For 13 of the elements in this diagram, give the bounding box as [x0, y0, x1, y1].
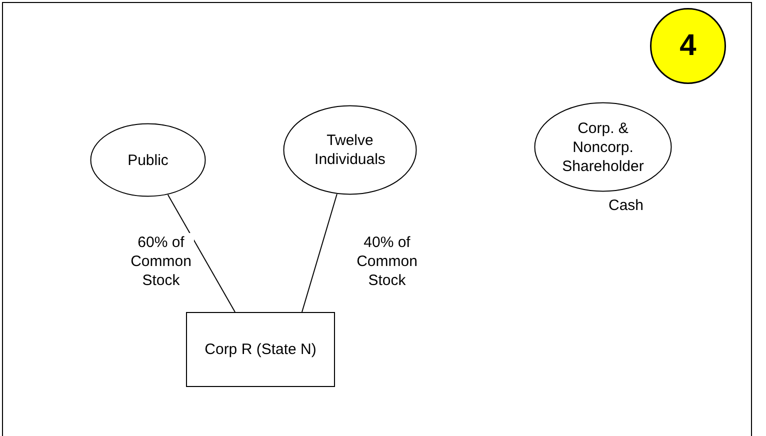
node-caption: Cash [608, 197, 644, 214]
entity-ellipse [90, 123, 206, 197]
node-label: Corp R (State N) [204, 340, 318, 359]
number-badge [650, 8, 726, 84]
node-label: Corp. & Noncorp. Shareholder [561, 118, 645, 176]
step-number: 4 [678, 29, 698, 63]
entity-ellipse [283, 105, 417, 195]
node-label: Public [126, 150, 170, 170]
entity-ellipse [534, 102, 672, 192]
connector-line [302, 194, 338, 312]
entity-box [186, 312, 335, 387]
node-label: Twelve Individuals [314, 131, 386, 169]
connector-line [167, 194, 236, 312]
